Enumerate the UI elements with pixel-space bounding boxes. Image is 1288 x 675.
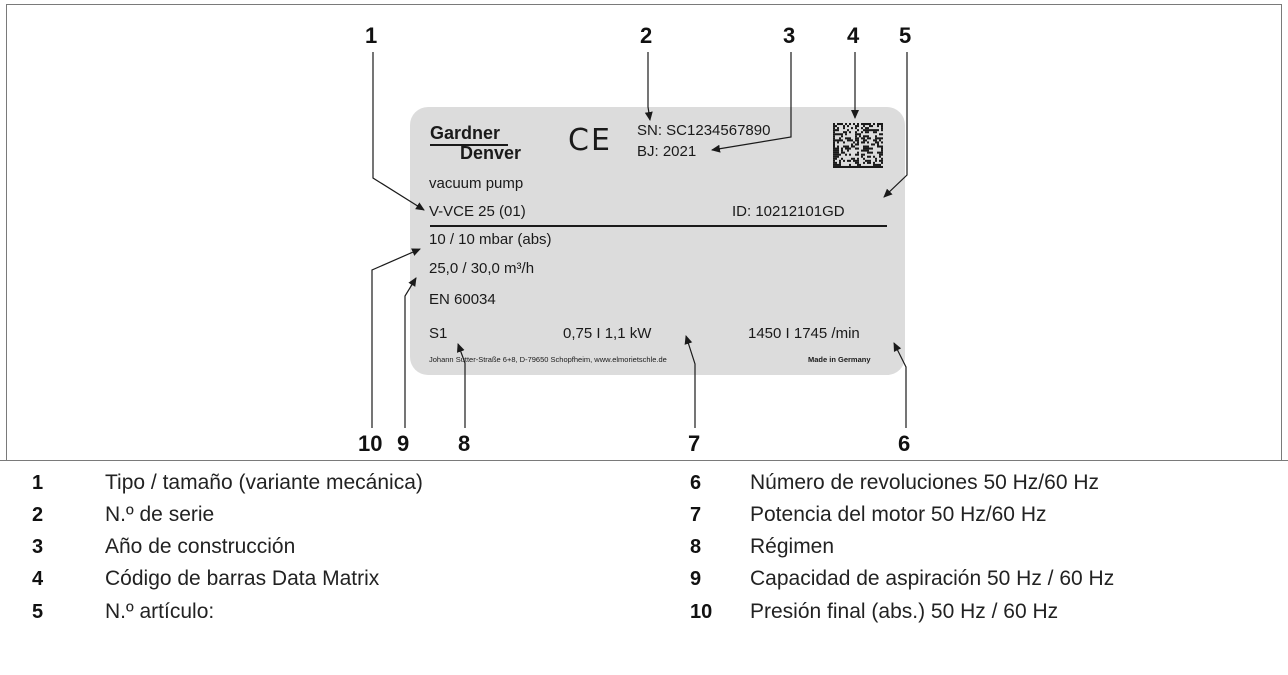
legend-num: 9	[690, 568, 702, 590]
callout-8: 8	[458, 431, 471, 456]
logo-underline	[430, 144, 508, 146]
legend-num: 2	[32, 504, 44, 526]
figure-divider	[0, 460, 1288, 461]
serial-number: SN: SC1234567890	[637, 122, 771, 139]
callout-9: 9	[397, 431, 410, 456]
standard: EN 60034	[429, 291, 496, 308]
figure-frame	[6, 4, 1282, 460]
ce-mark: CE	[568, 123, 612, 158]
callout-2: 2	[640, 23, 653, 48]
legend-num: 4	[32, 568, 44, 590]
callout-6: 6	[898, 431, 911, 456]
callout-4: 4	[847, 23, 860, 48]
legend-text: Tipo / tamaño (variante mecánica)	[105, 471, 423, 494]
address: Johann Sutter-Straße 6+8, D-79650 Schopf…	[429, 355, 667, 364]
legend-text: Potencia del motor 50 Hz/60 Hz	[750, 503, 1047, 526]
final-pressure: 10 / 10 mbar (abs)	[429, 231, 552, 248]
legend-text: N.º de serie	[105, 503, 215, 526]
legend-text: Presión final (abs.) 50 Hz / 60 Hz	[750, 600, 1059, 623]
legend-num: 3	[32, 536, 44, 558]
legend-text: Régimen	[750, 535, 835, 558]
plate-rule	[430, 225, 887, 227]
motor-power: 0,75 I 1,1 kW	[563, 325, 652, 342]
made-in: Made in Germany	[808, 355, 871, 364]
legend-text: Número de revoluciones 50 Hz/60 Hz	[750, 471, 1100, 494]
callout-10: 10	[358, 431, 383, 456]
legend-text: Capacidad de aspiración 50 Hz / 60 Hz	[750, 567, 1115, 590]
legend-text: Año de construcción	[105, 535, 296, 558]
suction-capacity: 25,0 / 30,0 m³/h	[429, 260, 535, 277]
callout-3: 3	[783, 23, 796, 48]
gardner-denver-logo: Gardner Denver	[430, 123, 540, 169]
callout-7: 7	[688, 431, 701, 456]
logo-line-2: Denver	[460, 143, 522, 163]
type-size: V-VCE 25 (01)	[429, 203, 526, 220]
callout-5: 5	[899, 23, 912, 48]
legend-num: 5	[32, 601, 44, 623]
legend-num: 7	[690, 504, 702, 526]
callout-1: 1	[365, 23, 378, 48]
legend-num: 8	[690, 536, 702, 558]
build-year: BJ: 2021	[637, 143, 697, 160]
article-id: ID: 10212101GD	[732, 203, 845, 220]
legend-num: 1	[32, 472, 44, 494]
legend-text: Código de barras Data Matrix	[105, 567, 380, 590]
motor-speed: 1450 I 1745 /min	[748, 325, 860, 342]
logo-line-1: Gardner	[430, 123, 501, 143]
duty-type: S1	[429, 325, 448, 342]
legend-text: N.º artículo:	[105, 600, 215, 623]
datamatrix-code-icon	[833, 123, 883, 168]
legend-num: 6	[690, 472, 702, 494]
product-name: vacuum pump	[429, 175, 524, 192]
nameplate: Gardner Denver CE SN: SC1234567890 BJ: 2…	[410, 107, 905, 375]
legend-num: 10	[690, 601, 713, 623]
